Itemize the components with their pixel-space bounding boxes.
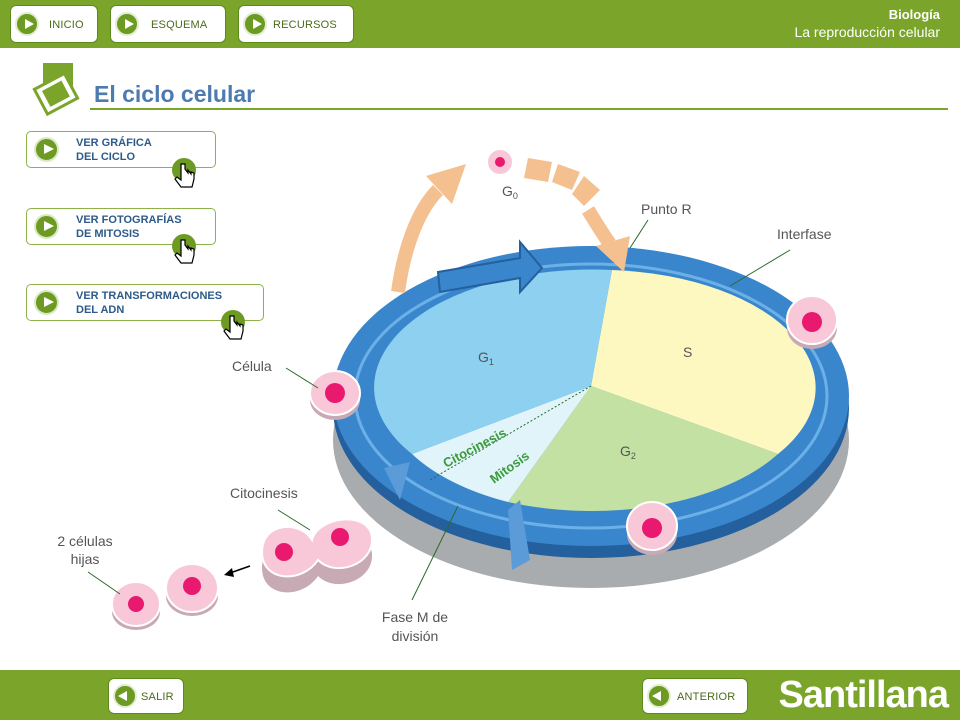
anterior-button[interactable]: ANTERIOR [642, 678, 748, 714]
title-underline [90, 108, 948, 110]
inicio-label: INICIO [49, 19, 84, 31]
title-squares-icon [32, 61, 80, 116]
leader-daughters [87, 571, 121, 595]
page-title: El ciclo celular [94, 81, 256, 107]
cell-on-ring-left [309, 370, 361, 420]
leader-lines [87, 219, 791, 601]
sector-g2 [508, 386, 778, 511]
leader-interfase [729, 249, 791, 287]
ver-fotografias-label: VER FOTOGRAFÍAS DE MITOSIS [76, 214, 182, 240]
celulas-hijas-label-1: 2 células [57, 533, 112, 549]
cell-on-ring-bottom [626, 501, 678, 555]
play-icon [34, 290, 59, 315]
g2-label: G2 [620, 443, 636, 461]
ver-grafica-label: VER GRÁFICA DEL CICLO [76, 137, 152, 163]
esquema-button[interactable]: ESQUEMA [110, 5, 226, 43]
daughter-cell-2 [165, 563, 219, 616]
phase-sectors [374, 269, 816, 511]
play-icon [34, 137, 59, 162]
back-play-icon [113, 684, 137, 708]
fase-m-label-1: Fase M de [382, 609, 448, 625]
play-icon [15, 12, 39, 36]
citocinesis-divider [429, 385, 592, 481]
hand-cursor-icon [171, 233, 197, 264]
g1-label: G1 [478, 349, 494, 367]
arrow-mitosis-icon [508, 500, 530, 570]
celula-label: Célula [232, 358, 272, 374]
celulas-hijas-label-2: hijas [71, 551, 100, 567]
g0-label: G0 [502, 183, 518, 201]
play-icon [115, 12, 139, 36]
citocinesis-label: Citocinesis [230, 485, 298, 501]
punto-r-label: Punto R [641, 201, 692, 217]
arrowhead-icon [224, 568, 234, 577]
s-label: S [683, 344, 692, 360]
sector-mitosis [412, 386, 591, 502]
santillana-logo: Santillana [778, 674, 949, 716]
dividing-cell [260, 518, 374, 593]
play-icon [243, 12, 267, 36]
leader-celula [285, 367, 319, 389]
fase-m-label-2: división [392, 628, 439, 644]
recursos-button[interactable]: RECURSOS [238, 5, 354, 43]
daughter-arrow-icon [229, 565, 251, 574]
daughter-cell-1 [111, 581, 161, 630]
ver-transformaciones-label: VER TRANSFORMACIONES DEL ADN [76, 290, 223, 316]
salir-button[interactable]: SALIR [108, 678, 184, 714]
anterior-label: ANTERIOR [677, 691, 736, 703]
hand-cursor-icon [220, 309, 246, 340]
interfase-label: Interfase [777, 226, 832, 242]
leader-citocinesis [277, 509, 311, 531]
subject-name: Biología [888, 7, 940, 22]
hand-cursor-icon [171, 157, 197, 188]
leader-punto-r [629, 219, 649, 249]
inicio-button[interactable]: INICIO [10, 5, 98, 43]
salir-label: SALIR [141, 691, 174, 703]
cell-on-ring-right [786, 295, 838, 349]
esquema-label: ESQUEMA [151, 19, 208, 31]
back-play-icon [647, 684, 671, 708]
arrow-g1-icon [436, 239, 544, 295]
sector-g1 [374, 269, 612, 454]
nucleus [495, 157, 505, 167]
leader-fase-m [411, 505, 459, 601]
unit-name: La reproducción celular [794, 24, 940, 40]
play-icon [34, 214, 59, 239]
recursos-label: RECURSOS [273, 19, 337, 31]
arrow-citocinesis-icon [384, 462, 410, 500]
g0-arrow [391, 158, 630, 293]
subject-header: Biología La reproducción celular [794, 7, 940, 41]
ver-fotografias-button[interactable]: VER FOTOGRAFÍAS DE MITOSIS [26, 208, 216, 245]
sector-s [591, 270, 816, 454]
